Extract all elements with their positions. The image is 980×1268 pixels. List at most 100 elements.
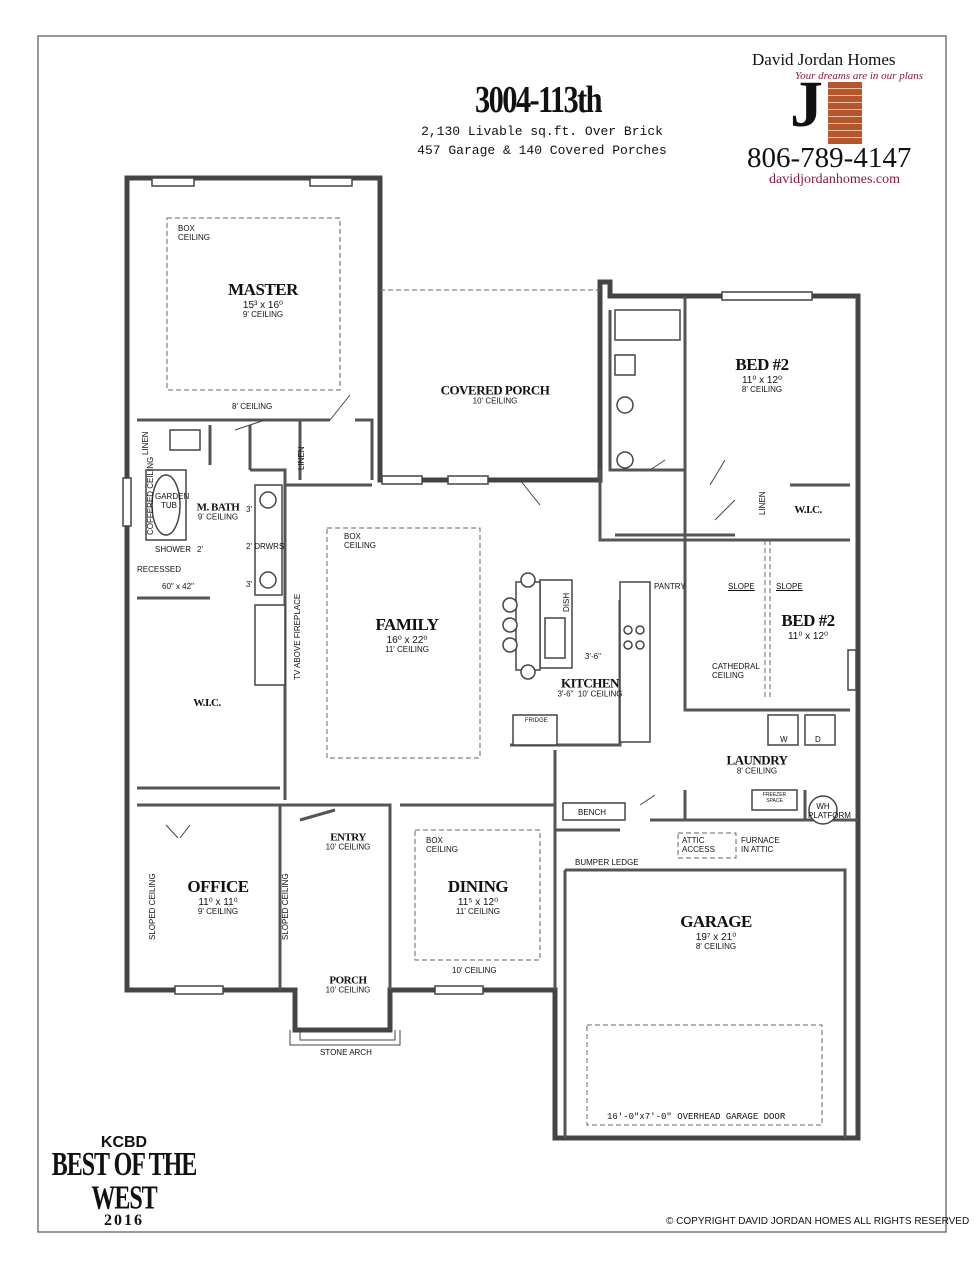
room-master-bath: M. BATH 9' CEILING <box>197 502 240 523</box>
copyright: © COPYRIGHT DAVID JORDAN HOMES ALL RIGHT… <box>666 1216 970 1227</box>
furnace-label: FURNACE IN ATTIC <box>741 836 780 854</box>
room-kitchen: KITCHEN 3'-6" 10' CEILING <box>557 676 622 699</box>
brick-graphic <box>828 82 862 144</box>
room-ceiling: 10' CEILING <box>577 689 623 699</box>
room-porch: PORCH 10' CEILING <box>326 975 371 996</box>
sloped-ceiling-label: SLOPED CEILING <box>281 873 290 940</box>
room-size: 11⁵ x 12⁰ <box>457 896 499 908</box>
room-ceiling: 10' CEILING <box>325 985 371 995</box>
fireplace-label: TV ABOVE FIREPLACE <box>293 593 302 680</box>
room-master: MASTER 15³ x 16⁰ 9' CEILING <box>228 279 298 319</box>
fridge-label: FRIDGE <box>525 718 548 724</box>
room-name: FAMILY <box>375 614 439 634</box>
room-size: 19⁷ x 21⁰ <box>695 931 737 943</box>
award-logo: KCBD BEST OF THE WEST 2016 <box>44 1134 204 1230</box>
room-name: PORCH <box>329 974 367 987</box>
room-name: W.I.C. <box>794 503 822 516</box>
brand-logo: J <box>790 72 875 145</box>
brand-phone: 806-789-4147 <box>747 142 912 174</box>
linen-label: LINEN <box>758 491 767 515</box>
room-name: COVERED PORCH <box>440 382 550 398</box>
kitchen-island <box>502 572 541 680</box>
room-ceiling: 8' CEILING <box>741 384 783 394</box>
sheet-border <box>37 35 947 1233</box>
room-ceiling: 10' CEILING <box>472 396 518 406</box>
master-ceiling-note: 8' CEILING <box>232 402 273 411</box>
sink-width: 3' <box>246 580 252 589</box>
exterior-walls <box>124 175 861 1141</box>
room-size: 11⁰ x 12⁰ <box>741 374 783 386</box>
drawers-label: 2' DRWRS <box>246 542 285 551</box>
brand-website[interactable]: davidjordanhomes.com <box>769 172 901 187</box>
room-family: FAMILY 16⁰ x 22⁰ 11' CEILING <box>375 614 439 654</box>
award-year: 2016 <box>104 1212 144 1229</box>
dryer-label: D <box>815 735 821 744</box>
shower-size: 60" x 42" <box>162 582 194 591</box>
room-name: MASTER <box>228 279 298 299</box>
ceiling-outlines <box>166 217 823 1126</box>
room-name: DINING <box>447 876 509 896</box>
brand-name: David Jordan Homes <box>752 50 896 69</box>
pantry-label: PANTRY <box>654 582 686 591</box>
fixtures-drawn <box>122 177 857 995</box>
room-name: LAUNDRY <box>726 752 788 768</box>
room-size: 11⁰ x 11⁰ <box>198 896 238 908</box>
room-wic-bed: W.I.C. <box>794 503 822 516</box>
room-size: 15³ x 16⁰ <box>242 299 284 311</box>
bumper-ledge-label: BUMPER LEDGE <box>575 858 639 867</box>
room-size: 16⁰ x 22⁰ <box>386 634 428 646</box>
sink-width: 3' <box>246 505 252 514</box>
room-ceiling: 9' CEILING <box>242 309 284 319</box>
dining-ceiling-note: 10' CEILING <box>452 966 497 975</box>
bench-label: BENCH <box>578 808 607 817</box>
garden-tub-label: GARDEN TUB <box>155 492 190 510</box>
shower-dim: 2' <box>197 545 203 554</box>
room-wic-master: W.I.C. <box>193 697 221 709</box>
room-ceiling: 8' CEILING <box>736 766 778 776</box>
room-name: KITCHEN <box>561 675 619 691</box>
kitchen-clearance: 3'-6" <box>585 652 601 661</box>
shower-label: SHOWER <box>155 545 191 554</box>
stone-arch-label: STONE ARCH <box>320 1048 372 1057</box>
room-dining: DINING 11⁵ x 12⁰ 11' CEILING <box>447 876 509 916</box>
recessed-label: RECESSED <box>137 565 182 574</box>
slope-label: SLOPE <box>776 582 803 591</box>
dining-box-ceiling: BOX CEILING <box>426 836 459 854</box>
livable-area: 2,130 Livable sq.ft. Over Brick <box>421 124 663 139</box>
coffered-ceiling-label: COFFERED CEILING <box>146 456 155 535</box>
room-laundry: LAUNDRY 8' CEILING <box>726 752 788 776</box>
door-swings <box>165 394 736 1046</box>
plan-title: 3004-113th <box>475 79 602 121</box>
award-station: KCBD <box>100 1134 148 1151</box>
linen-label: LINEN <box>141 431 150 455</box>
room-ceiling: 9' CEILING <box>197 906 239 916</box>
room-garage: GARAGE 19⁷ x 21⁰ 8' CEILING <box>680 911 752 951</box>
garage-door-label: 16'-0"x7'-0" OVERHEAD GARAGE DOOR <box>607 1112 786 1122</box>
room-size: 11⁰ x 12⁰ <box>787 630 829 642</box>
sloped-ceiling-label: SLOPED CEILING <box>148 873 157 940</box>
garage-porch-area: 457 Garage & 140 Covered Porches <box>417 143 667 158</box>
room-bed-2-top: BED #2 11⁰ x 12⁰ 8' CEILING <box>735 355 789 394</box>
interior-walls <box>137 296 858 1138</box>
attic-access-label: ATTIC ACCESS <box>682 836 715 854</box>
logo-letter: J <box>790 68 823 141</box>
kitchen-clearance: 3'-6" <box>557 689 574 699</box>
room-ceiling: 11' CEILING <box>455 906 501 916</box>
room-ceiling: 11' CEILING <box>384 644 430 654</box>
room-office: OFFICE 11⁰ x 11⁰ 9' CEILING <box>187 876 249 916</box>
water-heater-label: WH PLATFORM <box>808 802 851 820</box>
room-name: M. BATH <box>196 501 240 514</box>
slope-label: SLOPE <box>728 582 755 591</box>
linen-label: LINEN <box>297 446 306 470</box>
cathedral-ceiling-label: CATHEDRAL CEILING <box>712 662 760 680</box>
room-name: OFFICE <box>187 876 249 896</box>
room-ceiling: 10' CEILING <box>325 842 371 852</box>
washer-label: W <box>780 735 788 744</box>
room-covered-porch: COVERED PORCH 10' CEILING <box>441 383 550 406</box>
room-name: BED #2 <box>781 611 835 631</box>
room-ceiling: 9' CEILING <box>197 512 239 522</box>
room-entry: ENTRY 10' CEILING <box>326 832 371 853</box>
room-name: GARAGE <box>680 911 752 931</box>
room-ceiling: 8' CEILING <box>695 941 737 951</box>
